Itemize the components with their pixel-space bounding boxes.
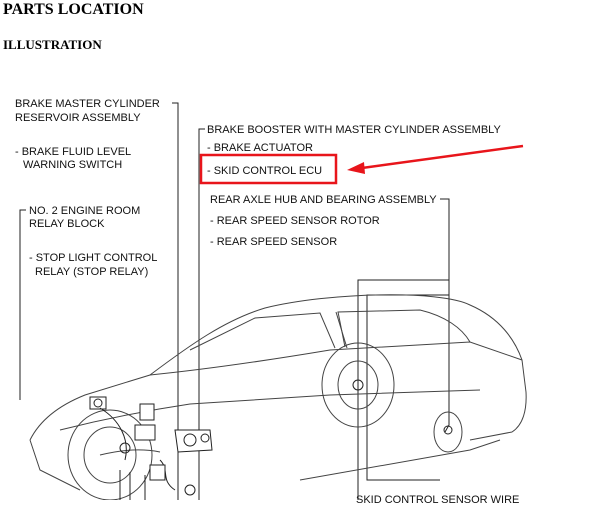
label-rear-speed-sensor-rotor: - REAR SPEED SENSOR ROTOR	[210, 215, 380, 227]
leader-relay-block	[19, 209, 26, 400]
highlight-box	[199, 153, 338, 185]
leader-rear-axle	[440, 198, 450, 433]
leader-brake-booster	[198, 128, 205, 500]
leader-master-cylinder	[172, 102, 179, 500]
label-relay-block-line2: RELAY BLOCK	[29, 218, 105, 230]
label-brake-actuator: - BRAKE ACTUATOR	[207, 142, 313, 154]
label-stop-relay-line2: RELAY (STOP RELAY)	[35, 266, 149, 278]
page-title: PARTS LOCATION	[3, 1, 144, 18]
label-relay-block-line1: NO. 2 ENGINE ROOM	[29, 205, 141, 217]
highlight-arrow	[347, 144, 524, 174]
label-skid-control-ecu: - SKID CONTROL ECU	[207, 165, 323, 177]
label-fluid-switch-line1: - BRAKE FLUID LEVEL	[15, 146, 132, 158]
component-parts	[89, 379, 453, 500]
page-subtitle: ILLUSTRATION	[3, 37, 102, 52]
label-brake-booster: BRAKE BOOSTER WITH MASTER CYLINDER ASSEM…	[207, 124, 501, 136]
label-stop-relay-line1: - STOP LIGHT CONTROL	[29, 252, 158, 264]
leader-rear-sensor	[366, 294, 449, 481]
label-master-cylinder-line1: BRAKE MASTER CYLINDER	[15, 98, 160, 110]
label-fluid-switch-line2: WARNING SWITCH	[23, 159, 123, 171]
label-rear-speed-sensor: - REAR SPEED SENSOR	[210, 236, 338, 248]
label-rear-axle-hub: REAR AXLE HUB AND BEARING ASSEMBLY	[210, 194, 437, 206]
label-master-cylinder-line2: RESERVOIR ASSEMBLY	[15, 112, 141, 124]
